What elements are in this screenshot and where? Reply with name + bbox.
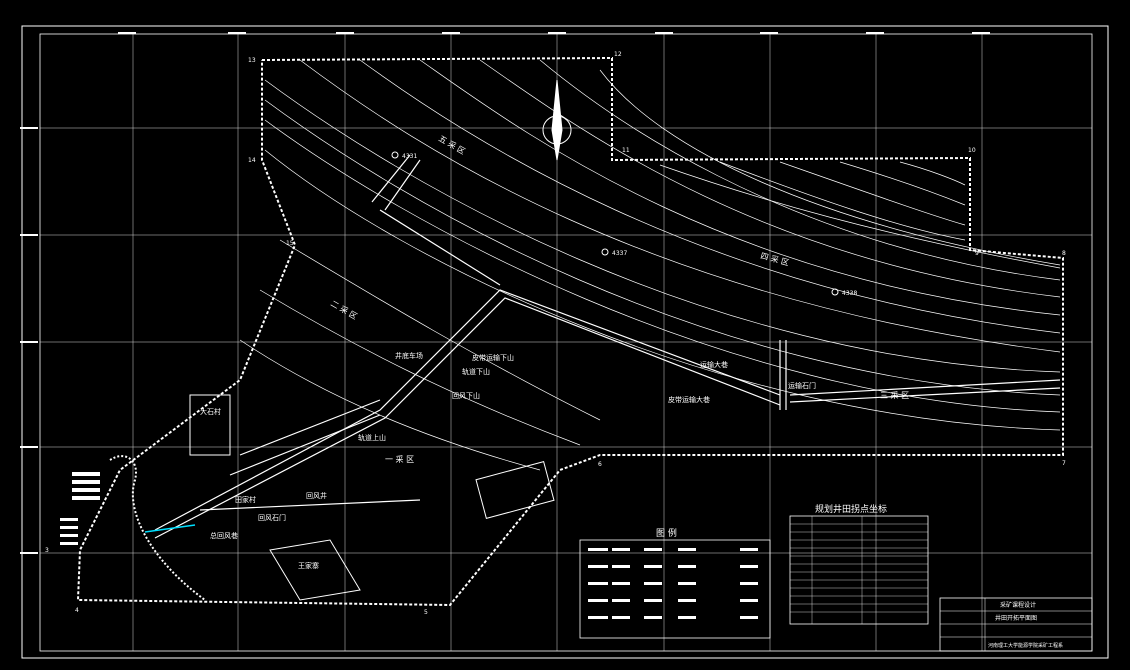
contour-lines (239, 59, 1061, 471)
zone-label-2: 二 采 区 (329, 298, 359, 321)
title-line-2: 井田开拓平面图 (995, 614, 1037, 622)
north-arrow-icon (542, 79, 572, 161)
borehole-markers (391, 151, 839, 296)
terrain-features (109, 394, 555, 601)
mine-boundary (76, 56, 1064, 607)
label-main-roadway: 运输大巷 (700, 360, 728, 369)
point-3: 3 (45, 547, 49, 554)
point-5: 5 (424, 609, 428, 616)
coordinate-table: 规划井田拐点坐标 (789, 503, 929, 625)
cyan-marker-line (144, 524, 196, 533)
point-10: 10 (968, 147, 976, 154)
title-block: 采矿课程设计 井田开拓平面图 河南理工大学能源学院采矿工程系 (939, 597, 1093, 652)
label-airshaft: 总回风巷 (210, 531, 238, 540)
label-return-well: 回风井 (306, 491, 327, 500)
label-return-stone: 回风石门 (258, 513, 286, 522)
label-village-1: 大石村 (200, 407, 221, 416)
borehole-label-2: 4337 (612, 250, 627, 257)
legend-title: 图 例 (656, 527, 677, 539)
point-9: 9 (975, 250, 979, 257)
inner-frame (39, 33, 1093, 652)
zone-label-1: 一 采 区 (385, 454, 414, 464)
left-info-blocks (60, 472, 100, 545)
point-6: 6 (598, 461, 602, 468)
roadways (154, 154, 1061, 539)
coord-table-title: 规划井田拐点坐标 (815, 503, 887, 515)
title-line-3: 河南理工大学能源学院采矿工程系 (988, 642, 1063, 649)
label-belt-roadway: 皮带运输大巷 (668, 395, 710, 404)
zone-label-4: 四 采 区 (759, 250, 790, 267)
point-11: 11 (622, 147, 630, 154)
label-track-down: 轨道下山 (462, 367, 490, 376)
label-well-bottom: 井底车场 (395, 351, 423, 360)
label-village-3: 王家寨 (298, 561, 319, 570)
point-12: 12 (614, 51, 622, 58)
point-7: 7 (1062, 460, 1066, 467)
label-return-down: 回风下山 (452, 391, 480, 400)
point-15: 15 (286, 240, 294, 247)
borehole-label-3: 4338 (842, 290, 857, 297)
label-track-up: 轨道上山 (358, 433, 386, 442)
label-village-2: 田家村 (235, 495, 256, 504)
coordinate-grid (40, 34, 1092, 651)
label-transport-stone: 运输石门 (788, 381, 816, 390)
point-13: 13 (248, 57, 256, 64)
title-line-1: 采矿课程设计 (1000, 601, 1036, 609)
legend-box: 图 例 (579, 527, 771, 639)
point-8: 8 (1062, 250, 1066, 257)
point-14: 14 (248, 157, 256, 164)
zone-label-5: 五 采 区 (437, 133, 467, 156)
grid-ticks (20, 32, 990, 554)
zone-label-3: 三 采 区 (880, 390, 909, 400)
point-4: 4 (75, 607, 79, 614)
borehole-label-1: 4331 (402, 153, 417, 160)
label-belt-down: 皮带运输下山 (472, 353, 514, 362)
